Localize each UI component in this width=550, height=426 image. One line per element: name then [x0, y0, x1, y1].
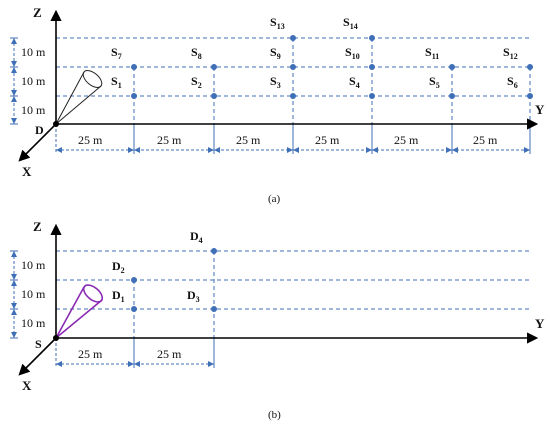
source-label: S11 [425, 45, 439, 61]
source-point [369, 35, 375, 41]
detector-label: D4 [190, 229, 203, 245]
source-point [290, 35, 296, 41]
source-point [290, 64, 296, 70]
caption-a: (a) [268, 193, 281, 205]
z-axis-label: Z [33, 219, 42, 234]
source-label: S10 [345, 45, 360, 61]
panel-b-z-dimensions [10, 250, 18, 339]
panel-b-y-dimensions [55, 338, 215, 368]
source-label: S7 [111, 45, 122, 61]
source-label: S12 [503, 45, 518, 61]
x-axis-label: X [22, 378, 32, 393]
y-spacing-label: 25 m [78, 133, 103, 147]
source-point [369, 93, 375, 99]
detector-label: D3 [187, 288, 200, 304]
source-point [131, 64, 137, 70]
source-point [131, 93, 137, 99]
detector-point [211, 248, 217, 254]
detector-point [211, 306, 217, 312]
y-spacing-label: 25 m [157, 347, 182, 361]
source-label: S8 [191, 45, 202, 61]
panel-a-z-dimensions [10, 37, 18, 125]
panel-a-axes [18, 9, 539, 162]
y-spacing-label: 25 m [473, 133, 498, 147]
y-spacing-label: 25 m [157, 133, 182, 147]
z-spacing-label: 10 m [21, 258, 46, 272]
z-spacing-label: 10 m [21, 103, 46, 117]
y-axis-label: Y [535, 102, 545, 117]
z-spacing-label: 10 m [21, 316, 46, 330]
source-point [211, 64, 217, 70]
origin-label: S [35, 337, 42, 351]
y-spacing-label: 25 m [78, 347, 103, 361]
source-point [527, 64, 533, 70]
x-axis-label: X [22, 164, 32, 179]
detector-points [131, 248, 217, 312]
panel-b: 10 m 10 m 10 m 25 m 25 m Z Y X S [10, 219, 545, 421]
y-spacing-label: 25 m [315, 133, 340, 147]
source-label: S5 [429, 74, 440, 90]
z-spacing-label: 10 m [21, 287, 46, 301]
source-point [369, 64, 375, 70]
panel-a-y-dimensions [55, 124, 531, 154]
source-point [527, 93, 533, 99]
detector-cone [55, 70, 103, 125]
origin-label: D [35, 123, 44, 137]
panel-a: 10 m 10 m 10 m 25 m 25 m 25 m 25 m 25 m … [10, 5, 545, 205]
source-label: S1 [111, 74, 122, 90]
z-axis-label: Z [33, 5, 42, 20]
source-point [449, 64, 455, 70]
source-label: S6 [507, 74, 518, 90]
source-label: S2 [191, 74, 202, 90]
origin-point [53, 335, 59, 341]
panel-a-guides [56, 37, 531, 124]
detector-point [131, 306, 137, 312]
source-cone [55, 284, 104, 339]
origin-point [53, 121, 59, 127]
detector-label: D2 [112, 259, 125, 275]
source-label: S14 [343, 15, 358, 31]
source-label: S13 [270, 15, 285, 31]
z-spacing-label: 10 m [21, 45, 46, 59]
x-axis [18, 123, 57, 162]
source-points [131, 35, 533, 99]
y-axis-label: Y [535, 316, 545, 331]
source-label: S3 [270, 74, 281, 90]
source-point [211, 93, 217, 99]
source-label: S4 [349, 74, 360, 90]
source-point [449, 93, 455, 99]
z-spacing-label: 10 m [21, 74, 46, 88]
source-point [290, 93, 296, 99]
detector-point [131, 277, 137, 283]
panel-b-axes [18, 223, 539, 376]
y-spacing-label: 25 m [394, 133, 419, 147]
detector-label: D1 [112, 288, 125, 304]
x-axis [18, 337, 57, 376]
caption-b: (b) [268, 409, 281, 421]
panel-b-guides [56, 250, 530, 338]
y-spacing-label: 25 m [236, 133, 261, 147]
source-label: S9 [270, 45, 281, 61]
